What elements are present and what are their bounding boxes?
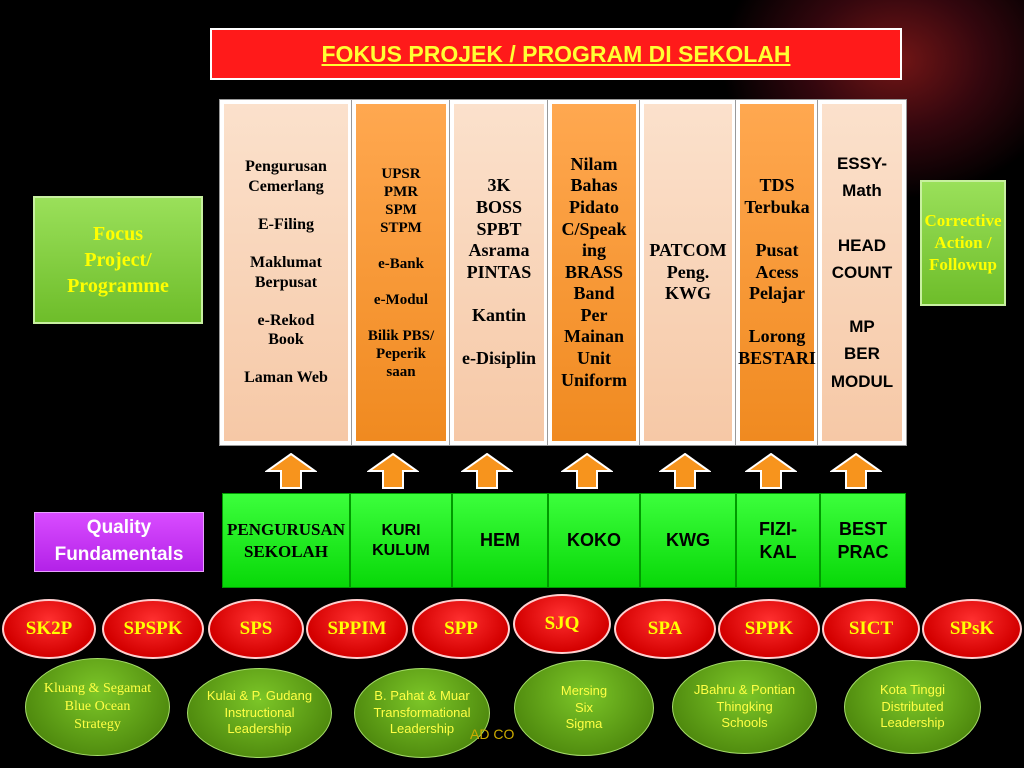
column-kurikulum: UPSR PMR SPM STPM e-Bank e-Modul Bilik P… — [352, 100, 450, 445]
district-kota-tinggi: Kota Tinggi Distributed Leadership — [844, 660, 981, 754]
oval-label: SPSPK — [123, 618, 183, 639]
red-oval-sppk: SPPK — [718, 599, 820, 659]
title-banner: FOKUS PROJEK / PROGRAM DI SEKOLAH — [210, 28, 902, 80]
district-text: Kulai & P. Gudang Instructional Leadersh… — [206, 687, 313, 737]
fundamental-hem: HEM — [452, 493, 548, 588]
red-oval-sict: SICT — [822, 599, 920, 659]
footer-text: AD CO — [470, 726, 515, 742]
column-kwg: PATCOM Peng. KWG — [640, 100, 736, 445]
column-text: TDS Terbuka Pusat Acess Pelajar Lorong B… — [738, 175, 816, 369]
district-bpahat-muar: B. Pahat & Muar Transformational Leaders… — [354, 668, 490, 758]
focus-project-box: Focus Project/ Programme — [33, 196, 203, 324]
column-text: ESSY- Math HEAD COUNT MP BER MODUL — [830, 154, 894, 391]
column-hem: 3K BOSS SPBT Asrama PINTAS Kantin e-Disi… — [450, 100, 548, 445]
up-arrow-icon — [745, 453, 797, 489]
oval-label: SK2P — [25, 618, 73, 639]
district-text: Kluang & Segamat Blue Ocean Strategy — [43, 680, 152, 733]
oval-label: SPA — [647, 618, 683, 639]
up-arrow-icon — [265, 453, 317, 489]
district-text: Kota Tinggi Distributed Leadership — [879, 681, 946, 731]
district-kluang-segamat: Kluang & Segamat Blue Ocean Strategy — [25, 658, 170, 756]
fundamental-bestprac: BEST PRAC — [820, 493, 906, 588]
column-text: Nilam Bahas Pidato C/Speak ing BRASS Ban… — [561, 153, 627, 390]
fundamental-text: KWG — [666, 530, 710, 551]
up-arrow-icon — [659, 453, 711, 489]
fundamental-pengurusan: PENGURUSAN SEKOLAH — [222, 493, 350, 588]
oval-label: SPPK — [744, 618, 794, 639]
red-oval-spspk: SPSPK — [102, 599, 204, 659]
oval-label: SJQ — [544, 613, 580, 634]
fundamental-text: KURI KULUM — [372, 521, 430, 559]
column-koko: Nilam Bahas Pidato C/Speak ing BRASS Ban… — [548, 100, 640, 445]
column-text: Pengurusan Cemerlang E-Filing Maklumat B… — [244, 158, 328, 387]
corrective-action-label: Corrective Action / Followup — [924, 210, 1002, 275]
column-pengurusan: Pengurusan Cemerlang E-Filing Maklumat B… — [220, 100, 352, 445]
column-bestprac: ESSY- Math HEAD COUNT MP BER MODUL — [818, 100, 906, 445]
column-text: 3K BOSS SPBT Asrama PINTAS Kantin e-Disi… — [461, 175, 536, 369]
fundamental-text: HEM — [480, 530, 520, 551]
red-oval-spa: SPA — [614, 599, 716, 659]
corrective-action-box: Corrective Action / Followup — [920, 180, 1006, 306]
fundamental-text: BEST PRAC — [837, 519, 889, 562]
column-text: PATCOM Peng. KWG — [649, 240, 727, 304]
red-oval-sppim: SPPIM — [306, 599, 408, 659]
page-title: FOKUS PROJEK / PROGRAM DI SEKOLAH — [321, 40, 791, 67]
up-arrow-icon — [367, 453, 419, 489]
fundamental-kurikulum: KURI KULUM — [350, 493, 452, 588]
red-oval-sjq: SJQ — [513, 594, 611, 654]
up-arrow-icon — [561, 453, 613, 489]
red-oval-spp: SPP — [412, 599, 510, 659]
quality-fundamentals-box: Quality Fundamentals — [34, 512, 204, 572]
red-oval-sk2p: SK2P — [2, 599, 96, 659]
fundamental-koko: KOKO — [548, 493, 640, 588]
fundamental-fizikal: FIZI- KAL — [736, 493, 820, 588]
column-fizikal: TDS Terbuka Pusat Acess Pelajar Lorong B… — [736, 100, 818, 445]
oval-label: SPsK — [949, 618, 995, 639]
up-arrow-icon — [461, 453, 513, 489]
fundamental-text: PENGURUSAN SEKOLAH — [226, 520, 346, 561]
fundamental-kwg: KWG — [640, 493, 736, 588]
oval-label: SPP — [444, 618, 478, 639]
oval-label: SICT — [848, 618, 894, 639]
up-arrow-icon — [830, 453, 882, 489]
red-oval-sps: SPS — [208, 599, 304, 659]
red-oval-spsk: SPsK — [922, 599, 1022, 659]
fundamental-text: KOKO — [567, 530, 621, 551]
quality-fundamentals-label: Quality Fundamentals — [54, 517, 184, 565]
oval-label: SPPIM — [327, 618, 387, 639]
district-jbahru-pontian: JBahru & Pontian Thingking Schools — [672, 660, 817, 754]
fundamental-text: FIZI- KAL — [759, 519, 797, 562]
district-text: Mersing Six Sigma — [560, 682, 608, 732]
district-mersing: Mersing Six Sigma — [514, 660, 654, 756]
focus-project-label: Focus Project/ Programme — [67, 223, 169, 297]
district-text: JBahru & Pontian Thingking Schools — [693, 681, 796, 731]
district-text: B. Pahat & Muar Transformational Leaders… — [373, 687, 471, 737]
column-text: UPSR PMR SPM STPM e-Bank e-Modul Bilik P… — [367, 165, 435, 380]
district-kulai-pgudang: Kulai & P. Gudang Instructional Leadersh… — [187, 668, 332, 758]
oval-label: SPS — [239, 618, 273, 639]
